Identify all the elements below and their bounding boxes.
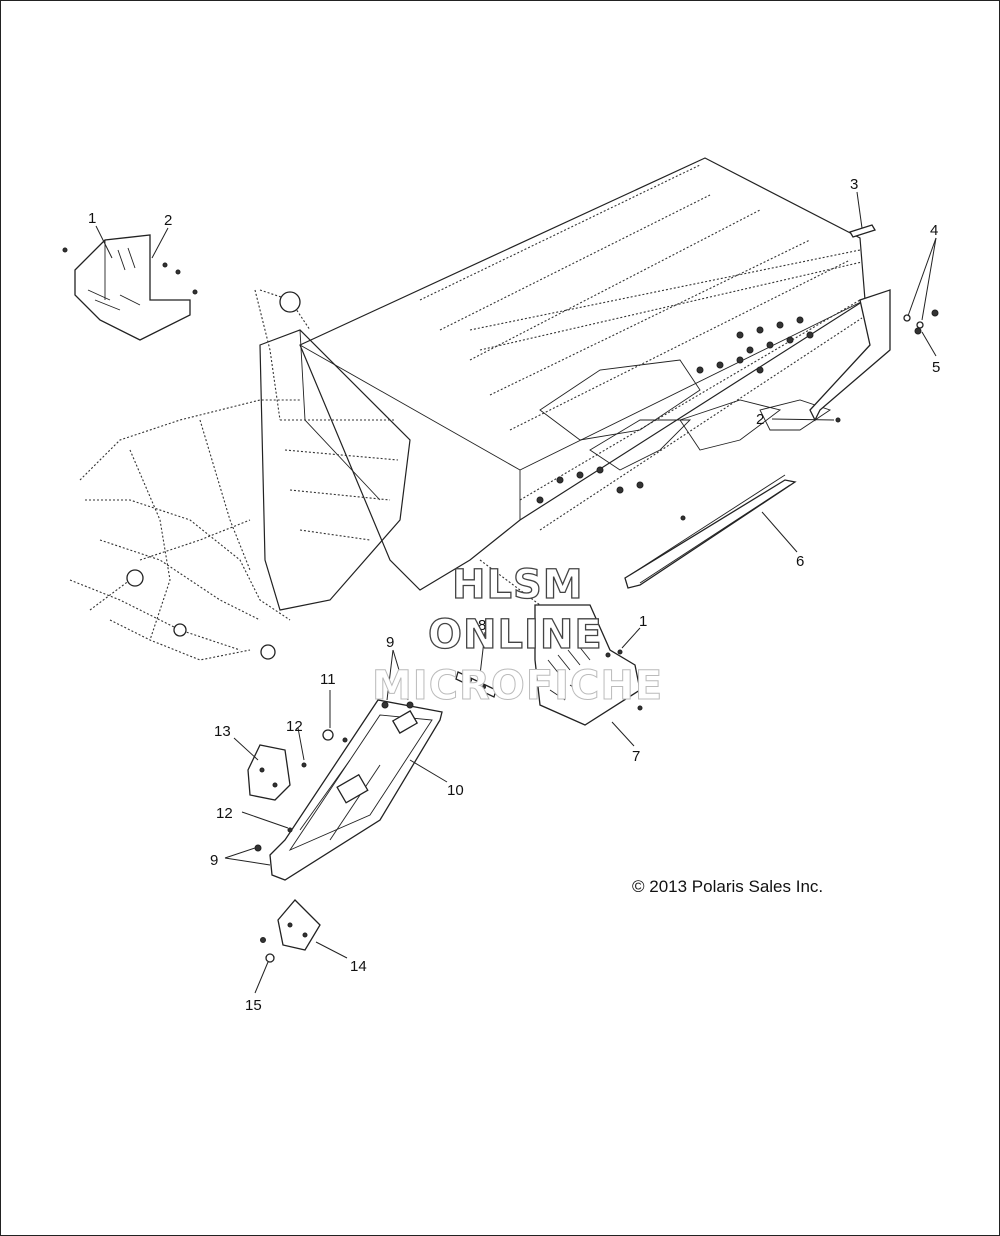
part-1-upper-left-bracket (62, 234, 198, 341)
callout-15: 15 (245, 997, 262, 1014)
callout-14: 14 (350, 958, 367, 975)
callout-3: 3 (850, 176, 858, 193)
copyright-notice: © 2013 Polaris Sales Inc. (632, 877, 824, 896)
callout-12a: 12 (286, 718, 303, 735)
callout-1a: 1 (88, 210, 96, 227)
part-14-plate (260, 899, 321, 963)
callout-9b: 9 (210, 852, 218, 869)
callout-5: 5 (932, 359, 940, 376)
part-11-12-hardware (287, 729, 348, 833)
part-2-screws (680, 417, 841, 521)
part-8-bar (455, 671, 497, 698)
part-6-rail (624, 289, 891, 589)
callout-12b: 12 (216, 805, 233, 822)
callout-13: 13 (214, 723, 231, 740)
tunnel-assembly (259, 157, 866, 611)
tunnel-holes (536, 316, 814, 504)
part-3-bracket (849, 224, 876, 238)
callout-6: 6 (796, 553, 804, 570)
callout-8: 8 (478, 617, 486, 634)
watermark-line-1: HLSM (451, 561, 584, 608)
callout-2b: 2 (756, 411, 764, 428)
callout-4: 4 (930, 222, 938, 239)
watermark-line-2: ONLINE (427, 611, 603, 658)
part-7-right-bracket (479, 559, 643, 726)
front-chassis (69, 289, 311, 661)
callout-7: 7 (632, 748, 640, 765)
leader-lines (95, 191, 937, 994)
part-4-5-hardware (903, 309, 939, 335)
callout-labels: 1 2 3 4 5 2 6 1 7 8 9 10 11 12 13 12 9 1… (88, 176, 940, 1014)
callout-9a: 9 (386, 634, 394, 651)
callout-10: 10 (447, 782, 464, 799)
watermark-line-3: MICROFICHE (371, 663, 664, 710)
callout-1b: 1 (639, 613, 647, 630)
part-13-bracket (247, 744, 291, 801)
callout-11: 11 (320, 671, 336, 688)
part-10-running-board (254, 699, 443, 881)
callout-2a: 2 (164, 212, 172, 229)
